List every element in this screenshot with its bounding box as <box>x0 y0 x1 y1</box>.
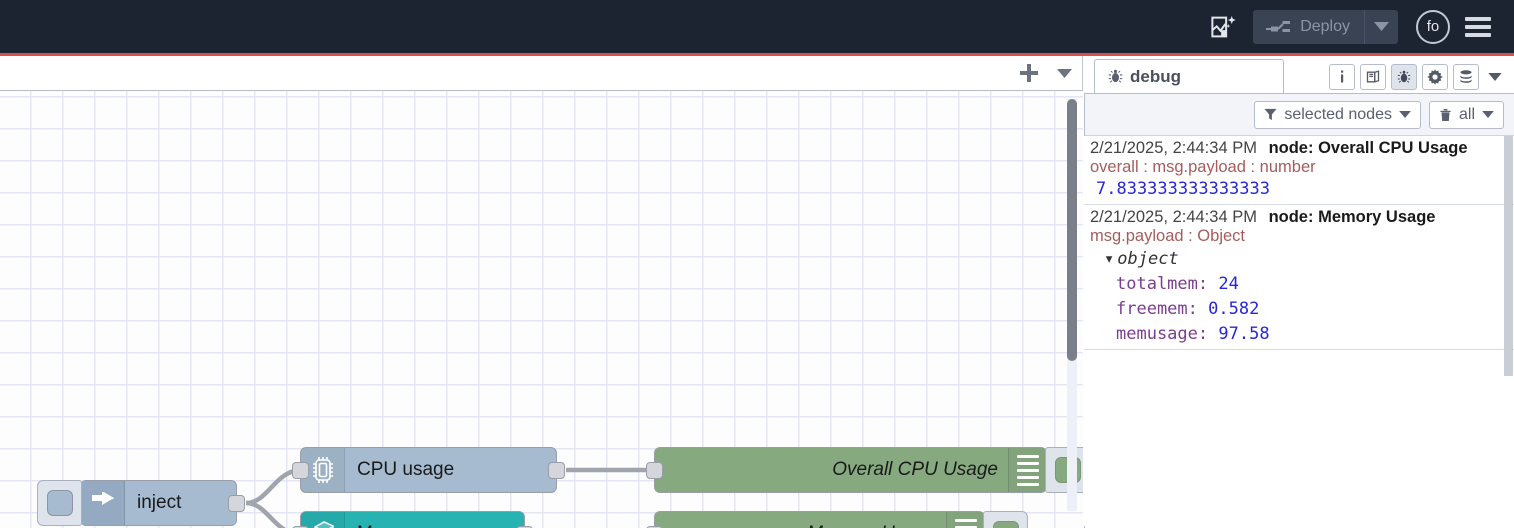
flow-canvas[interactable]: inject CPU usage <box>0 91 1083 528</box>
deploy-node-icon <box>1266 20 1291 32</box>
debug-message-timestamp: 2/21/2025, 2:44:34 PM <box>1090 139 1257 157</box>
inject-trigger-button[interactable] <box>37 480 82 526</box>
node-inject-output-port[interactable] <box>228 495 245 512</box>
plus-icon <box>1020 64 1038 82</box>
debug-object-label: object <box>1117 249 1179 269</box>
app-header: Deploy fo <box>0 0 1514 53</box>
tab-debug-label: debug <box>1130 66 1181 86</box>
debug-clear-label: all <box>1458 105 1475 123</box>
tab-debug[interactable]: debug <box>1094 59 1284 93</box>
header-actions: Deploy fo <box>1201 5 1514 49</box>
funnel-icon <box>1264 108 1277 121</box>
debug-message-header: 2/21/2025, 2:44:34 PM node: Overall CPU … <box>1090 139 1508 158</box>
sidebar-tool-context[interactable] <box>1453 64 1479 90</box>
canvas-scrollbar-thumb[interactable] <box>1067 99 1077 361</box>
server-tower-icon <box>301 512 345 528</box>
debug-message-topic: msg.payload : Object <box>1090 227 1245 245</box>
debug-message-source: node: Memory Usage <box>1268 208 1436 226</box>
debug-message-value: 7.833333333333333 <box>1096 179 1270 199</box>
node-cpu-label: CPU usage <box>357 459 455 480</box>
sidebar-tool-more[interactable] <box>1484 64 1506 90</box>
debug-clear-button[interactable]: all <box>1428 100 1504 129</box>
database-icon <box>1460 70 1472 83</box>
sidebar-tool-info[interactable] <box>1329 64 1355 90</box>
debug-object-property: freemem: 0.582 <box>1116 299 1260 319</box>
node-debug-overall-cpu-usage[interactable]: Overall CPU Usage <box>646 447 1083 493</box>
flow-tab-bar <box>0 56 1082 91</box>
deploy-dropdown-caret[interactable] <box>1364 9 1398 44</box>
chevron-down-icon <box>1482 111 1494 118</box>
deploy-button-main[interactable]: Deploy <box>1253 10 1364 44</box>
sidebar-tool-debug[interactable] <box>1391 64 1417 90</box>
node-debug-cpu-enable-toggle[interactable] <box>1045 447 1083 493</box>
debug-message-list[interactable]: 2/21/2025, 2:44:34 PM node: Overall CPU … <box>1084 136 1514 526</box>
hamburger-menu-icon[interactable] <box>1456 5 1500 49</box>
sidebar-tool-buttons <box>1329 64 1514 93</box>
node-memory-label: Memory <box>345 523 524 528</box>
chevron-down-icon <box>1056 68 1072 78</box>
trash-icon <box>1440 108 1451 121</box>
node-debug-memory-enable-toggle[interactable] <box>983 511 1028 528</box>
hamburger-bars <box>1465 16 1491 37</box>
book-icon <box>1366 70 1380 83</box>
deploy-button[interactable]: Deploy <box>1253 9 1398 44</box>
flow-tab-list-button[interactable] <box>1046 56 1082 90</box>
node-debug-cpu-label: Overall CPU Usage <box>832 459 998 480</box>
debug-list-scrollbar[interactable] <box>1504 136 1513 376</box>
node-cpu-input-port[interactable] <box>292 462 309 479</box>
sidebar-tool-config[interactable] <box>1422 64 1448 90</box>
debug-toolbar: selected nodes all <box>1084 94 1514 136</box>
node-inject[interactable]: inject <box>37 480 245 526</box>
node-inject-label: inject <box>137 492 182 513</box>
debug-message[interactable]: 2/21/2025, 2:44:34 PM node: Overall CPU … <box>1084 136 1514 205</box>
user-avatar[interactable]: fo <box>1416 9 1450 44</box>
node-debug-memory-label: Memory Usage <box>655 523 946 528</box>
debug-message-timestamp: 2/21/2025, 2:44:34 PM <box>1090 208 1257 226</box>
debug-toggle-square-icon <box>992 521 1019 528</box>
debug-object-property: memusage: 97.58 <box>1116 324 1270 344</box>
node-cpu-output-port[interactable] <box>548 462 565 479</box>
bug-icon <box>1108 69 1123 83</box>
node-memory[interactable]: Memory <box>292 511 533 528</box>
debug-message-source: node: Overall CPU Usage <box>1268 139 1468 157</box>
debug-stripes-icon <box>946 512 984 528</box>
debug-message[interactable]: 2/21/2025, 2:44:34 PM node: Memory Usage… <box>1084 205 1514 350</box>
debug-stripes-icon <box>1008 448 1046 492</box>
sidebar-tool-help[interactable] <box>1360 64 1386 90</box>
arrow-right-icon <box>81 481 125 525</box>
debug-message-header: 2/21/2025, 2:44:34 PM node: Memory Usage <box>1090 208 1508 227</box>
bug-icon <box>1397 70 1411 83</box>
flow-assistant-sparkle-icon[interactable] <box>1201 5 1245 49</box>
flow-workspace: inject CPU usage <box>0 56 1083 528</box>
gear-icon <box>1427 69 1443 85</box>
debug-message-topic: overall : msg.payload : number <box>1090 158 1316 176</box>
inject-button-square-icon <box>46 490 73 516</box>
chevron-down-icon <box>1374 22 1389 31</box>
debug-object-property: totalmem: 24 <box>1116 274 1239 294</box>
caret-down-icon: ▾ <box>1104 249 1115 269</box>
node-cpu-usage[interactable]: CPU usage <box>292 447 565 493</box>
node-debug-memory-usage[interactable]: Memory Usage <box>646 511 1028 528</box>
sidebar-tab-row: debug <box>1084 56 1514 94</box>
node-debug-cpu-input-port[interactable] <box>646 462 663 479</box>
debug-filter-button[interactable]: selected nodes <box>1254 100 1421 129</box>
chevron-down-icon <box>1399 111 1411 118</box>
info-i-icon <box>1341 70 1344 83</box>
avatar-initials: fo <box>1426 18 1440 35</box>
chevron-down-icon <box>1488 73 1502 81</box>
right-sidebar: debug <box>1084 56 1514 528</box>
debug-filter-label: selected nodes <box>1284 105 1392 123</box>
canvas-vertical-scrollbar[interactable] <box>1067 99 1077 511</box>
deploy-label: Deploy <box>1300 17 1350 35</box>
debug-object-toggle[interactable]: ▾object <box>1090 246 1508 269</box>
add-flow-tab-button[interactable] <box>1012 56 1046 90</box>
deploy-required-indicator <box>0 53 1514 56</box>
